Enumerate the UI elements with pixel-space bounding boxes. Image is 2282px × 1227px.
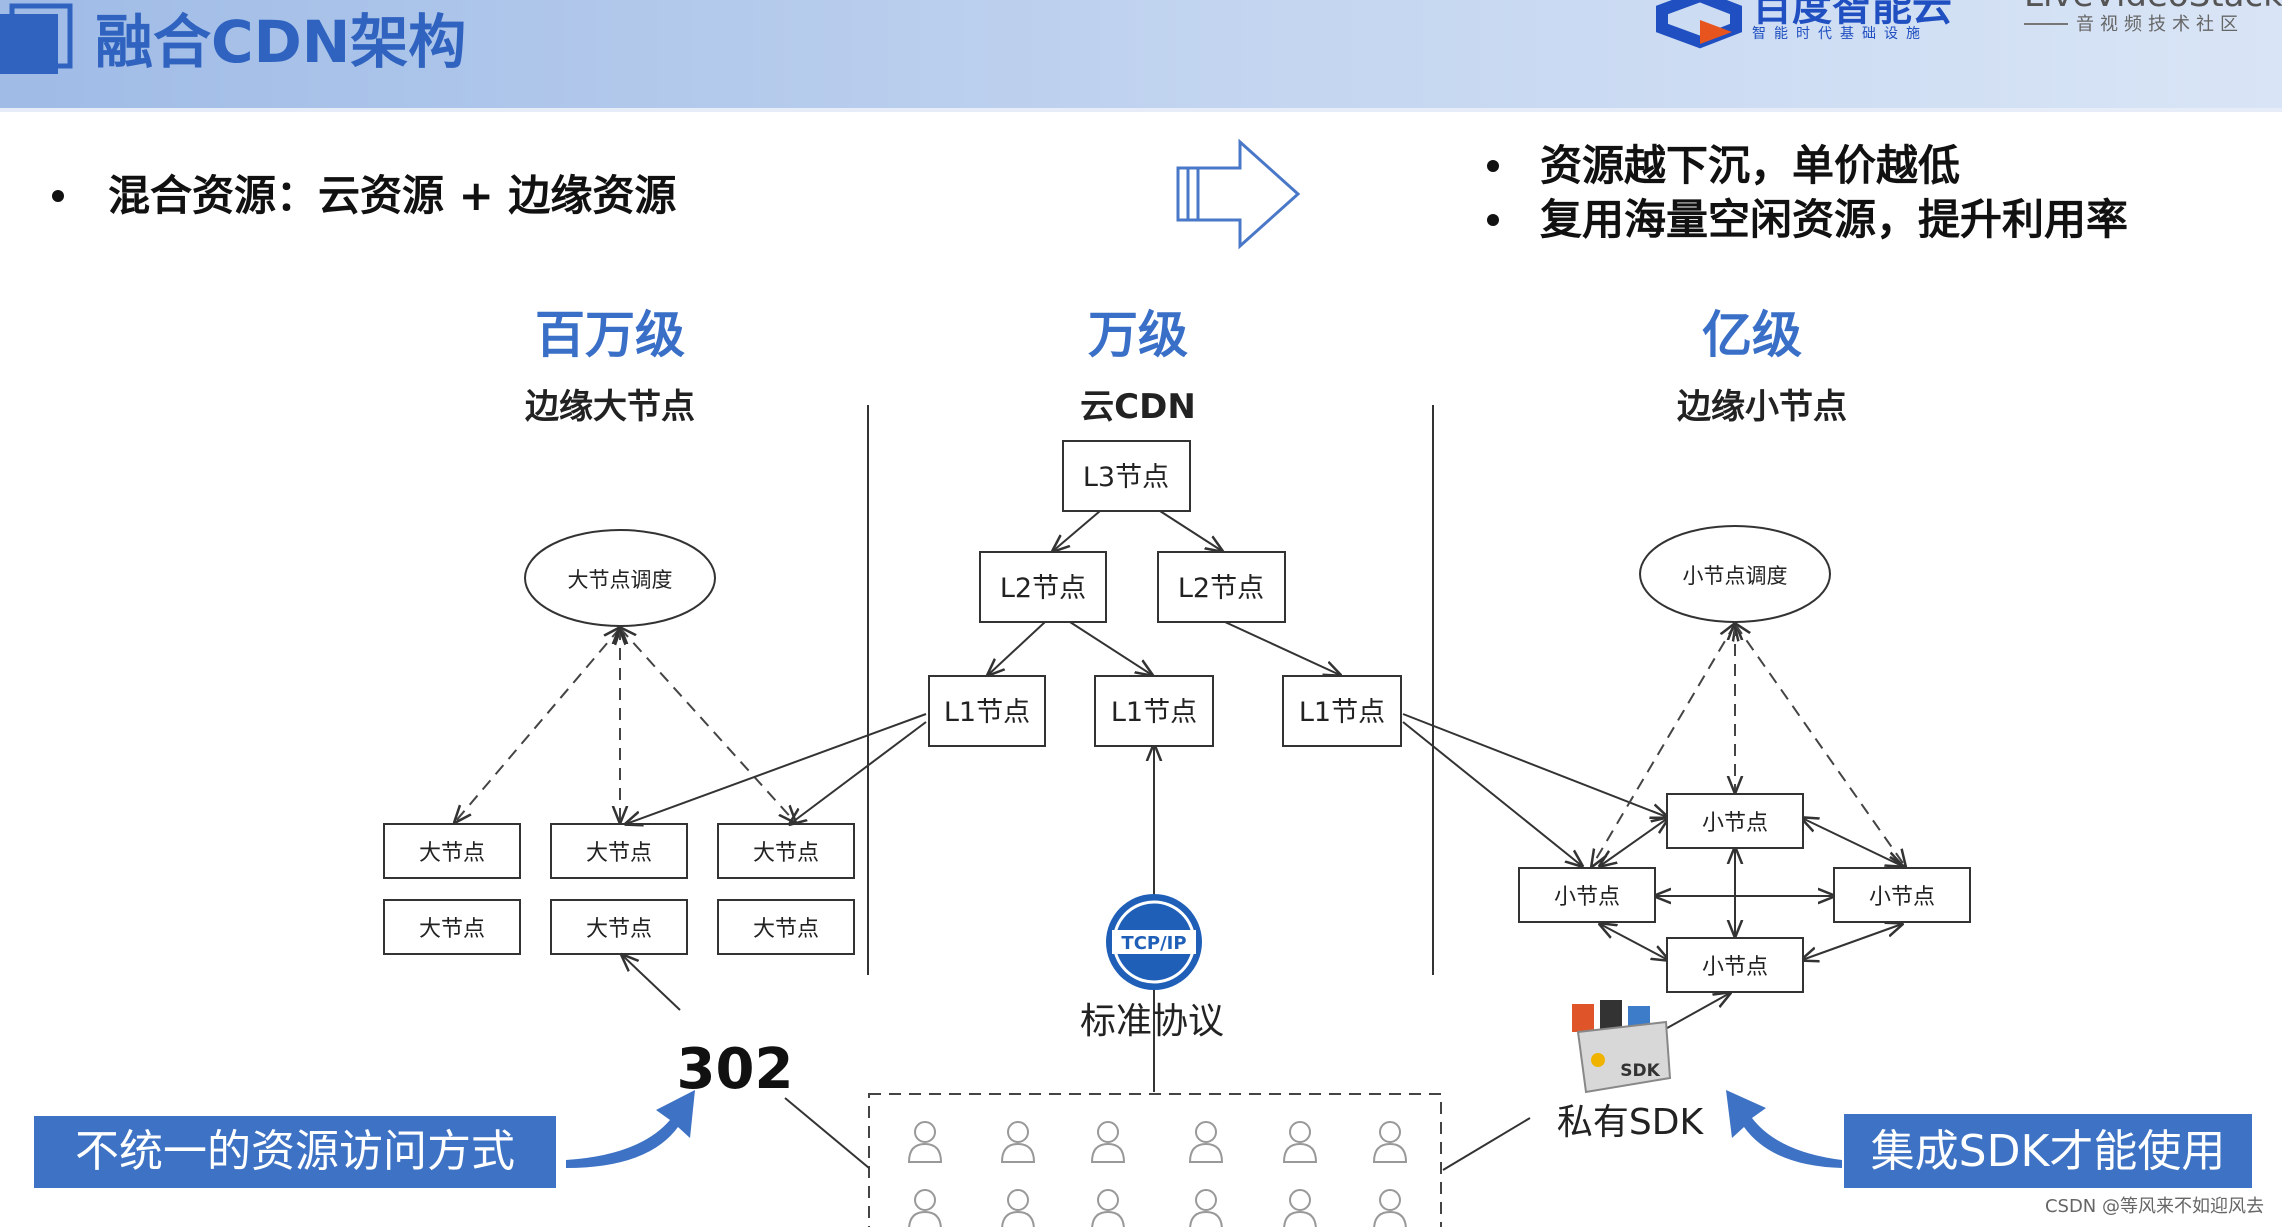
l3-node: L3节点 xyxy=(1062,440,1191,512)
column-subtitle-left: 边缘大节点 xyxy=(525,387,695,427)
title-deco-icon xyxy=(0,3,73,74)
svg-text:大节点调度: 大节点调度 xyxy=(568,568,673,592)
small-node-scheduler: 小节点调度 xyxy=(1639,525,1831,623)
sdk-label: 私有SDK xyxy=(1557,1102,1705,1143)
small-node: 小节点 xyxy=(1666,937,1804,993)
sdk-box-icon: SDK xyxy=(1572,1000,1672,1094)
small-node-mesh-links xyxy=(1600,818,1902,1033)
user-icon xyxy=(1373,1189,1407,1227)
small-node: 小节点 xyxy=(1833,867,1971,923)
big-node: 大节点 xyxy=(717,899,855,955)
protocol-label: 标准协议 xyxy=(1080,1001,1224,1042)
users-area xyxy=(868,1093,1442,1227)
svg-text:TCP/IP: TCP/IP xyxy=(1121,933,1186,954)
l1-node: L1节点 xyxy=(1282,675,1402,747)
svg-text:小节点: 小节点 xyxy=(1702,811,1768,836)
right-arrow-icon xyxy=(1176,138,1301,250)
user-icon xyxy=(908,1189,942,1227)
svg-text:SDK: SDK xyxy=(1620,1061,1660,1081)
svg-text:小节点: 小节点 xyxy=(1702,955,1768,980)
svg-text:LiveVideoStack: LiveVideoStack xyxy=(2024,0,2282,15)
user-icon xyxy=(1189,1189,1223,1227)
big-node: 大节点 xyxy=(550,899,688,955)
svg-text:大节点: 大节点 xyxy=(753,917,819,942)
svg-text:集成SDK才能使用: 集成SDK才能使用 xyxy=(1871,1126,2226,1177)
callout-sdk-required: 集成SDK才能使用 xyxy=(1844,1114,2252,1188)
user-icon xyxy=(1090,1121,1126,1163)
user-icon xyxy=(1188,1121,1224,1163)
curved-arrow-left xyxy=(566,1090,695,1168)
tier-label-middle: 万级 xyxy=(1088,306,1188,364)
page-title: 融合CDN架构 xyxy=(95,8,466,76)
big-node: 大节点 xyxy=(717,823,855,879)
l2-node: L2节点 xyxy=(979,551,1107,623)
svg-text:大节点: 大节点 xyxy=(753,841,819,866)
svg-text:大节点: 大节点 xyxy=(419,917,485,942)
svg-text:L3节点: L3节点 xyxy=(1083,462,1169,493)
bullet-dot xyxy=(1487,160,1499,172)
l1-node: L1节点 xyxy=(1094,675,1214,747)
livevideostack-logo: LiveVideoStack 音视频技术社区 xyxy=(2024,0,2282,35)
header-band xyxy=(0,0,2282,108)
svg-text:L1节点: L1节点 xyxy=(1111,697,1197,728)
l2-node: L2节点 xyxy=(1157,551,1286,623)
svg-text:大节点: 大节点 xyxy=(586,917,652,942)
svg-text:小节点: 小节点 xyxy=(1554,885,1620,910)
user-icon xyxy=(1000,1121,1036,1163)
l1-node: L1节点 xyxy=(928,675,1046,747)
small-node: 小节点 xyxy=(1666,793,1804,849)
column-subtitle-middle: 云CDN xyxy=(1080,387,1196,427)
svg-text:大节点: 大节点 xyxy=(586,841,652,866)
tcpip-icon: TCP/IP xyxy=(1106,894,1202,990)
curved-arrow-right xyxy=(1726,1090,1842,1168)
bullet-right-text-2: 复用海量空闲资源，提升利用率 xyxy=(1540,195,2128,244)
svg-text:音视频技术社区: 音视频技术社区 xyxy=(2076,14,2244,35)
big-node: 大节点 xyxy=(550,823,688,879)
scheduler-dashed-links xyxy=(455,628,795,822)
user-icon xyxy=(907,1121,943,1163)
header-bottom-line xyxy=(0,108,2282,112)
bullet-left-text: 混合资源：云资源 + 边缘资源 xyxy=(108,171,676,220)
user-icon xyxy=(1282,1121,1318,1163)
small-node: 小节点 xyxy=(1518,867,1656,923)
user-icon xyxy=(1372,1121,1408,1163)
user-icon xyxy=(1283,1189,1317,1227)
tier-label-left: 百万级 xyxy=(535,306,685,364)
client-links xyxy=(622,955,1531,1171)
svg-text:L2节点: L2节点 xyxy=(1178,573,1264,604)
svg-text:L2节点: L2节点 xyxy=(1000,573,1086,604)
big-node-scheduler: 大节点调度 xyxy=(524,529,716,627)
bullet-right-text-1: 资源越下沉，单价越低 xyxy=(1540,141,1960,190)
user-icon xyxy=(1091,1189,1125,1227)
svg-text:小节点调度: 小节点调度 xyxy=(1683,564,1788,588)
svg-text:L1节点: L1节点 xyxy=(944,697,1030,728)
redirect-code: 302 xyxy=(677,1037,794,1102)
svg-text:小节点: 小节点 xyxy=(1869,885,1935,910)
big-node: 大节点 xyxy=(383,899,521,955)
svg-text:不统一的资源访问方式: 不统一的资源访问方式 xyxy=(75,1126,515,1177)
callout-inconsistent-access: 不统一的资源访问方式 xyxy=(34,1116,556,1188)
user-icon xyxy=(1001,1189,1035,1227)
watermark: CSDN @等风来不如迎风去 xyxy=(2045,1196,2264,1217)
svg-text:L1节点: L1节点 xyxy=(1299,697,1385,728)
tier-label-right: 亿级 xyxy=(1702,306,1802,364)
svg-text:百度智能云: 百度智能云 xyxy=(1752,0,1952,30)
bullet-dot xyxy=(52,190,64,202)
user-icons xyxy=(907,1121,1408,1227)
bullet-dot xyxy=(1487,214,1499,226)
column-subtitle-right: 边缘小节点 xyxy=(1677,387,1847,427)
big-node: 大节点 xyxy=(383,823,521,879)
baidu-cloud-logo: 百度智能云 智能时代基础设施 xyxy=(1656,0,1952,49)
svg-text:大节点: 大节点 xyxy=(419,841,485,866)
svg-text:智能时代基础设施: 智能时代基础设施 xyxy=(1752,25,1928,42)
